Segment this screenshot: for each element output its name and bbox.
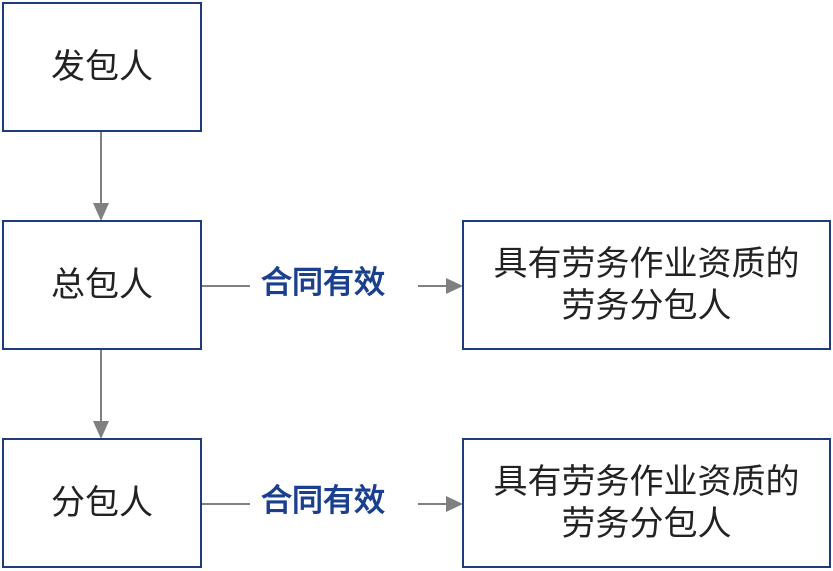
node-labor-subcontractor-top: 具有劳务作业资质的 劳务分包人 — [462, 220, 831, 350]
edge-label-contract-valid-bottom: 合同有效 — [261, 483, 385, 519]
arrowhead-right-2 — [446, 496, 463, 512]
node-general-contractor-label: 总包人 — [51, 264, 153, 305]
arrowhead-down-1 — [93, 203, 109, 221]
node-labor-subcontractor-bottom-label: 具有劳务作业资质的 劳务分包人 — [493, 461, 800, 545]
node-subcontractor: 分包人 — [2, 438, 202, 568]
node-subcontractor-label: 分包人 — [51, 482, 153, 523]
node-labor-subcontractor-top-label: 具有劳务作业资质的 劳务分包人 — [493, 243, 800, 327]
edge-label-contract-valid-top: 合同有效 — [261, 265, 385, 301]
node-labor-subcontractor-bottom: 具有劳务作业资质的 劳务分包人 — [462, 438, 831, 568]
node-issuer-label: 发包人 — [51, 46, 153, 87]
arrowhead-down-2 — [93, 421, 109, 439]
node-issuer: 发包人 — [2, 2, 202, 132]
node-general-contractor: 总包人 — [2, 220, 202, 350]
arrowhead-right-1 — [446, 278, 463, 294]
